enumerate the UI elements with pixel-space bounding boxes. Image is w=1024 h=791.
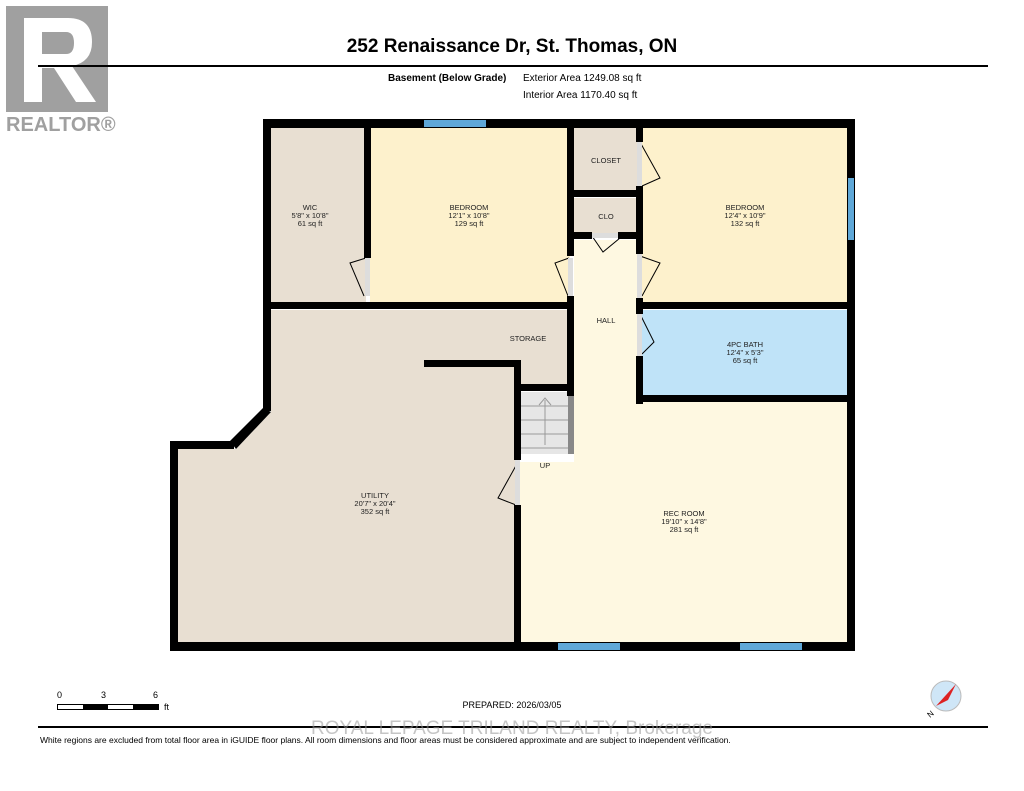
exterior-area: Exterior Area 1249.08 sq ft (523, 73, 642, 84)
closet-name: CLOSET (591, 156, 621, 165)
scale-label-3: 3 (101, 690, 107, 700)
page-title: 252 Renaissance Dr, St. Thomas, ON (346, 36, 678, 57)
door-swing (639, 313, 655, 355)
door-swing (639, 255, 661, 297)
bedroom2-dims: 12'4" x 10'9" (724, 211, 765, 220)
scale-unit: ft (164, 702, 170, 712)
hall-name: HALL (597, 316, 616, 325)
door-openings (365, 142, 642, 505)
bedroom1-dims: 12'1" x 10'8" (448, 211, 489, 220)
stair-rail (568, 392, 574, 454)
room-bedroom-1 (370, 128, 570, 304)
disclaimer: White regions are excluded from total fl… (40, 735, 731, 745)
realtor-logo: REALTOR® (6, 6, 116, 137)
utility-name: UTILITY (361, 491, 389, 500)
bedroom2-name: BEDROOM (726, 203, 765, 212)
stair-treads (520, 397, 570, 449)
wic-name: WIC (303, 203, 318, 212)
watermark: ROYAL LEPAGE TRILAND REALTY, Brokerage (311, 718, 713, 739)
room-bedroom-2 (642, 128, 848, 304)
window (848, 178, 854, 240)
prepared-date: PREPARED: 2026/03/05 (462, 700, 562, 710)
scale-bar-graphic (57, 704, 159, 710)
bedroom2-area: 132 sq ft (731, 219, 761, 228)
utility-dims: 20'7" x 20'4" (354, 499, 395, 508)
room-closet (574, 128, 638, 192)
stairs-label: UP (540, 461, 550, 470)
footer-divider (38, 726, 988, 728)
room-bath (642, 310, 848, 398)
realtor-logo-mark (6, 6, 108, 112)
clo-name: CLO (598, 212, 614, 221)
door-swing (554, 257, 570, 297)
walls (170, 119, 855, 651)
storage-name: STORAGE (510, 334, 547, 343)
rec-area: 281 sq ft (670, 525, 700, 534)
door-swing (497, 461, 519, 506)
wic-area: 61 sq ft (298, 219, 324, 228)
bath-area: 65 sq ft (733, 356, 759, 365)
window (558, 643, 620, 650)
bath-name: 4PC BATH (727, 340, 763, 349)
rec-dims: 19'10" x 14'8" (661, 517, 707, 526)
room-utility (178, 310, 570, 643)
window (740, 643, 802, 650)
bedroom1-name: BEDROOM (450, 203, 489, 212)
utility-area: 352 sq ft (361, 507, 391, 516)
interior-area: Interior Area 1170.40 sq ft (523, 90, 638, 101)
scale-bar: 0 3 6 ft (52, 690, 182, 716)
window (424, 120, 486, 127)
compass-icon: N (926, 680, 962, 720)
header-divider (38, 65, 988, 67)
scale-label-0: 0 (57, 690, 63, 700)
level-label: Basement (Below Grade) (388, 73, 507, 84)
windows (424, 120, 854, 650)
room-wic (271, 128, 366, 304)
wic-dims: 5'8" x 10'8" (292, 211, 329, 220)
scale-label-6: 6 (153, 690, 159, 700)
room-rec (520, 240, 848, 643)
bath-dims: 12'4" x 5'3" (727, 348, 764, 357)
door-swing (349, 257, 367, 297)
room-clo (574, 198, 638, 234)
doors (349, 141, 661, 506)
bedroom1-area: 129 sq ft (455, 219, 485, 228)
door-swing (591, 235, 621, 253)
compass-north-label: N (926, 709, 936, 720)
rec-name: REC ROOM (663, 509, 704, 518)
door-swing (639, 141, 661, 187)
realtor-logo-text: REALTOR® (6, 114, 116, 136)
